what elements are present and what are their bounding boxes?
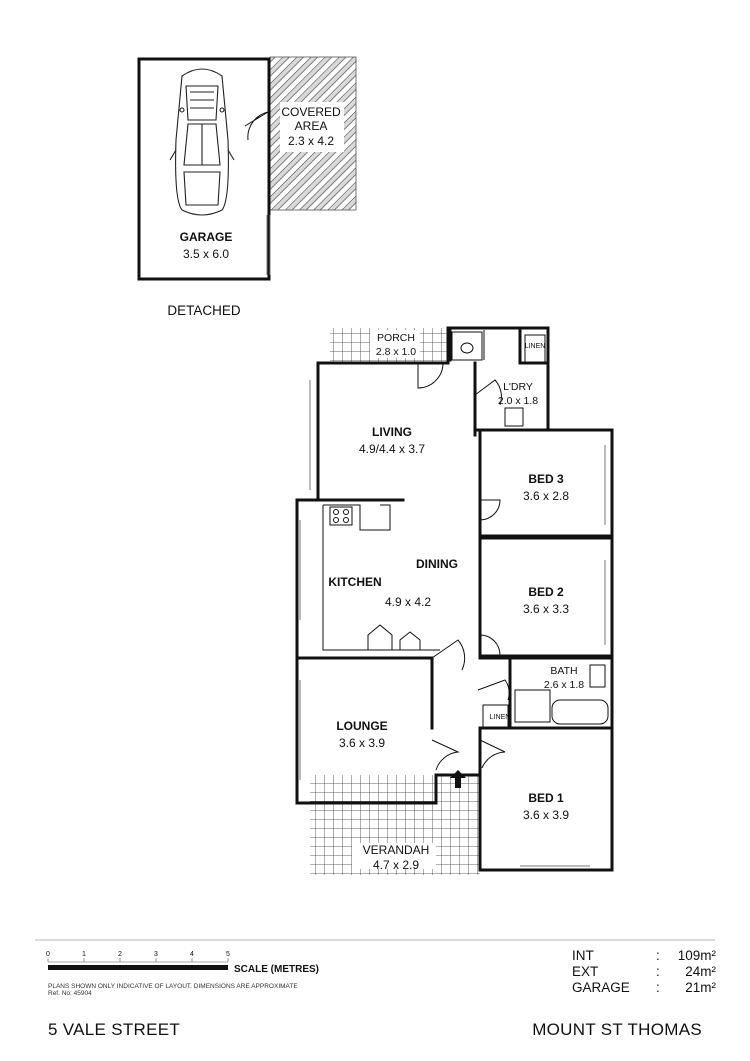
- verandah-name: VERANDAH: [363, 843, 430, 857]
- area-label: INT: [572, 948, 594, 963]
- scale-bar: 0 1 2 3 4 5 SCALE (METRES): [46, 951, 319, 975]
- kitchen-dims: 4.9 x 4.2: [385, 595, 431, 609]
- car-icon: [169, 68, 235, 216]
- bed1-name: BED 1: [528, 791, 564, 805]
- garage-walls: [137, 57, 271, 281]
- area-row: GARAGE : 21m²: [572, 980, 716, 996]
- bed3-dims: 3.6 x 2.8: [523, 489, 569, 503]
- garage-dims: 3.5 x 6.0: [183, 247, 229, 261]
- living-name: LIVING: [372, 425, 412, 439]
- property-address: 5 VALE STREET: [48, 1020, 181, 1039]
- area-value: 21m²: [685, 980, 716, 995]
- bed1-dims: 3.6 x 3.9: [523, 808, 569, 822]
- area-value: 109m²: [677, 948, 716, 963]
- porch-dims: 2.8 x 1.0: [376, 346, 416, 358]
- area-label: GARAGE: [572, 980, 630, 995]
- living-dims: 4.9/4.4 x 3.7: [359, 442, 425, 456]
- scale-label: SCALE (METRES): [234, 964, 319, 975]
- scale-tick-5: 5: [226, 951, 230, 958]
- bath-dims: 2.6 x 1.8: [544, 679, 584, 691]
- house-plan: LINEN: [295, 326, 614, 875]
- covered-area-name-1: COVERED: [281, 105, 341, 119]
- scale-tick-0: 0: [46, 951, 50, 958]
- laundry-dims: 2.0 x 1.8: [498, 395, 538, 407]
- lounge-name: LOUNGE: [336, 719, 387, 733]
- bed3-name: BED 3: [528, 472, 564, 486]
- entry-arrow-icon: [450, 770, 466, 788]
- detached-label: DETACHED: [167, 303, 241, 318]
- area-summary: INT : 109m² EXT : 24m² GARAGE : 21m²: [572, 948, 716, 996]
- porch-name: PORCH: [377, 332, 415, 344]
- verandah-dims: 4.7 x 2.9: [373, 858, 419, 872]
- disclaimer-line-2: Ref. No: 45904: [48, 990, 92, 997]
- disclaimer-line-1: PLANS SHOWN ONLY INDICATIVE OF LAYOUT. D…: [48, 983, 298, 990]
- scale-tick-3: 3: [154, 951, 158, 958]
- bed2-name: BED 2: [528, 585, 564, 599]
- scale-tick-1: 1: [82, 951, 86, 958]
- scale-tick-2: 2: [118, 951, 122, 958]
- linen-top-label: LINEN: [525, 343, 546, 350]
- area-row: EXT : 24m²: [572, 964, 716, 980]
- area-separator: :: [656, 980, 660, 995]
- garage-name: GARAGE: [180, 230, 233, 244]
- property-suburb: MOUNT ST THOMAS: [532, 1020, 702, 1039]
- area-value: 24m²: [685, 964, 716, 979]
- area-separator: :: [656, 964, 660, 979]
- area-separator: :: [656, 948, 660, 963]
- area-row: INT : 109m²: [572, 948, 716, 964]
- scale-tick-4: 4: [190, 951, 194, 958]
- garage-block: GARAGE 3.5 x 6.0 COVERED AREA 2.3 x 4.2 …: [137, 56, 357, 318]
- covered-area-name-2: AREA: [295, 119, 328, 133]
- bath-name: BATH: [550, 665, 577, 677]
- lounge-dims: 3.6 x 3.9: [339, 736, 385, 750]
- laundry-name: L'DRY: [503, 381, 533, 393]
- disclaimer: PLANS SHOWN ONLY INDICATIVE OF LAYOUT. D…: [48, 983, 298, 997]
- area-label: EXT: [572, 964, 599, 979]
- bed2-dims: 3.6 x 3.3: [523, 602, 569, 616]
- covered-area-dims: 2.3 x 4.2: [288, 134, 334, 148]
- dining-name: DINING: [416, 557, 458, 571]
- kitchen-name: KITCHEN: [328, 575, 381, 589]
- linen-hall-label: LINEN: [490, 714, 511, 721]
